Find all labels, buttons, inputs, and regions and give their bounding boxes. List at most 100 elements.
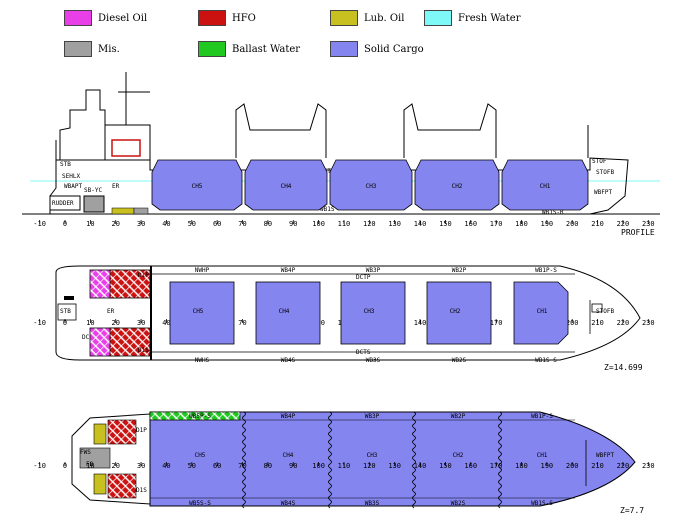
legend-item-diesel-oil[interactable]: Diesel Oil — [64, 9, 147, 27]
legend-swatch — [198, 41, 226, 57]
plan-upper-z: Z=14.699 — [604, 363, 643, 372]
label-dctp: DCTP — [356, 274, 371, 281]
axis-tick-label: 50 — [188, 462, 196, 470]
plan-lower-bulkhead — [328, 411, 332, 509]
axis-tick-label: 170 — [490, 319, 503, 327]
axis-tick-label: 120 — [363, 462, 376, 470]
plan-upper-bottom-label: WB1S-S — [535, 357, 557, 364]
axis-tick-label: 190 — [541, 220, 554, 228]
lifeboat — [111, 139, 141, 157]
axis-tick-label: 20 — [112, 319, 120, 327]
axis-tick-label: 40 — [162, 462, 170, 470]
legend-label: Ballast Water — [232, 43, 301, 55]
legend-item-ballast-water[interactable]: Ballast Water — [198, 40, 300, 58]
axis-tick-label: 170 — [490, 462, 503, 470]
tank-marker — [64, 296, 74, 300]
axis-tick-label: 220 — [617, 319, 630, 327]
plan-lower-hold-label: CH4 — [283, 452, 294, 459]
profile-title: PROFILE — [621, 228, 655, 237]
axis-tick-label: -10 — [33, 220, 46, 228]
plan-upper-hold-label: CH4 — [279, 308, 290, 315]
legend-label: Mis. — [98, 43, 120, 55]
profile-hold-ch5 — [151, 159, 243, 211]
axis-tick-label: 130 — [388, 462, 401, 470]
axis-tick-label: 220 — [617, 220, 630, 228]
legend-item-fresh-water[interactable]: Fresh Water — [424, 9, 520, 27]
plan-lower-bulkhead — [498, 411, 502, 509]
axis-tick-label: 60 — [213, 462, 221, 470]
legend-item-hfo[interactable]: HFO — [198, 9, 256, 27]
plan-lower-top-label: WB4P — [281, 413, 296, 420]
label-dcts: DCTS — [320, 168, 335, 175]
label-er: ER — [107, 308, 115, 315]
legend-swatch — [330, 41, 358, 57]
label-d1p: D1P — [138, 272, 149, 279]
legend-item-mis[interactable]: Mis. — [64, 40, 120, 58]
legend-label: HFO — [232, 12, 256, 24]
tank-fo-p — [107, 419, 137, 445]
axis-tick-label: 80 — [264, 462, 272, 470]
axis-tick-label: 150 — [439, 462, 452, 470]
label-wbfpt: WBFPT — [594, 189, 612, 196]
axis-tick-label: 30 — [137, 319, 145, 327]
rudder-box — [49, 195, 81, 211]
label-dcts: DCTS — [356, 349, 371, 356]
axis-tick-label: 180 — [515, 462, 528, 470]
axis-tick-label: 20 — [112, 462, 120, 470]
axis-tick-label: -10 — [33, 319, 46, 327]
plan-upper-bottom-label: WB3S — [366, 357, 381, 364]
plan-lower-bulkhead — [412, 411, 416, 509]
axis-tick-label: 190 — [541, 462, 554, 470]
axis-tick-label: 0 — [63, 319, 67, 327]
axis-tick-label: 220 — [617, 462, 630, 470]
axis-tick-label: 0 — [63, 220, 67, 228]
profile-hold-label: CH5 — [192, 183, 203, 190]
legend-item-lub-oil[interactable]: Lub. Oil — [330, 9, 404, 27]
tank-lub-p — [93, 423, 107, 445]
plan-lower-bottom-label: WB3S — [365, 500, 380, 507]
axis-tick-label: 40 — [162, 319, 170, 327]
axis-tick-label: 80 — [264, 220, 272, 228]
legend-item-solid-cargo[interactable]: Solid Cargo — [330, 40, 424, 58]
plan-lower-hold-label: CH3 — [367, 452, 378, 459]
label-stb: STB — [60, 161, 71, 168]
plan-upper-bottom-label: WB2S — [452, 357, 467, 364]
plan-upper-top-label: WB3P — [366, 267, 381, 274]
label-dc: DC — [82, 334, 90, 341]
accommodation — [59, 89, 106, 160]
plan-upper-hold-ch3 — [340, 281, 406, 345]
axis-tick-label: 30 — [137, 220, 145, 228]
plan-lower-hold-label: CH5 — [195, 452, 206, 459]
axis-tick-label: 230 — [642, 220, 655, 228]
axis-tick-label: 50 — [188, 220, 196, 228]
axis-tick-label: 200 — [566, 319, 579, 327]
label-d1s: D1S — [138, 347, 149, 354]
plan-lower-hold-label: CH1 — [537, 452, 548, 459]
axis-tick-label: 210 — [591, 462, 604, 470]
plan-upper-view: STB ER DC D1P D1S DCTP DCTS STOFB Z=14.6… — [55, 265, 643, 372]
legend-swatch — [64, 10, 92, 26]
axis-tick-label: 200 — [566, 462, 579, 470]
axis-tick-label: 60 — [213, 220, 221, 228]
legend-label: Diesel Oil — [98, 12, 148, 24]
profile-hold-label: CH4 — [281, 183, 292, 190]
er-bulkhead — [150, 266, 152, 360]
axis-tick-label: 210 — [591, 220, 604, 228]
label-d1s: D1S — [136, 487, 147, 494]
plan-upper-top-label: WB1P-S — [535, 267, 557, 274]
plan-lower-aft — [71, 413, 151, 505]
axis-tick-label: 10 — [86, 319, 94, 327]
plan-lower-hold-label: CH2 — [453, 452, 464, 459]
plan-upper-bottom-label: WB4S — [281, 357, 296, 364]
plan-upper-top-label: WB4P — [281, 267, 296, 274]
tank-stofb — [591, 303, 603, 313]
plan-lower-top-label: WB5P-S — [189, 413, 211, 420]
plan-upper-top-label: WB2P — [452, 267, 467, 274]
legend-swatch — [424, 10, 452, 26]
plan-upper-hull — [55, 265, 641, 361]
axis-tick-label: 100 — [312, 462, 325, 470]
profile-hold-label: CH2 — [452, 183, 463, 190]
legend-label: Lub. Oil — [364, 12, 405, 24]
axis-tick-label: 170 — [490, 220, 503, 228]
